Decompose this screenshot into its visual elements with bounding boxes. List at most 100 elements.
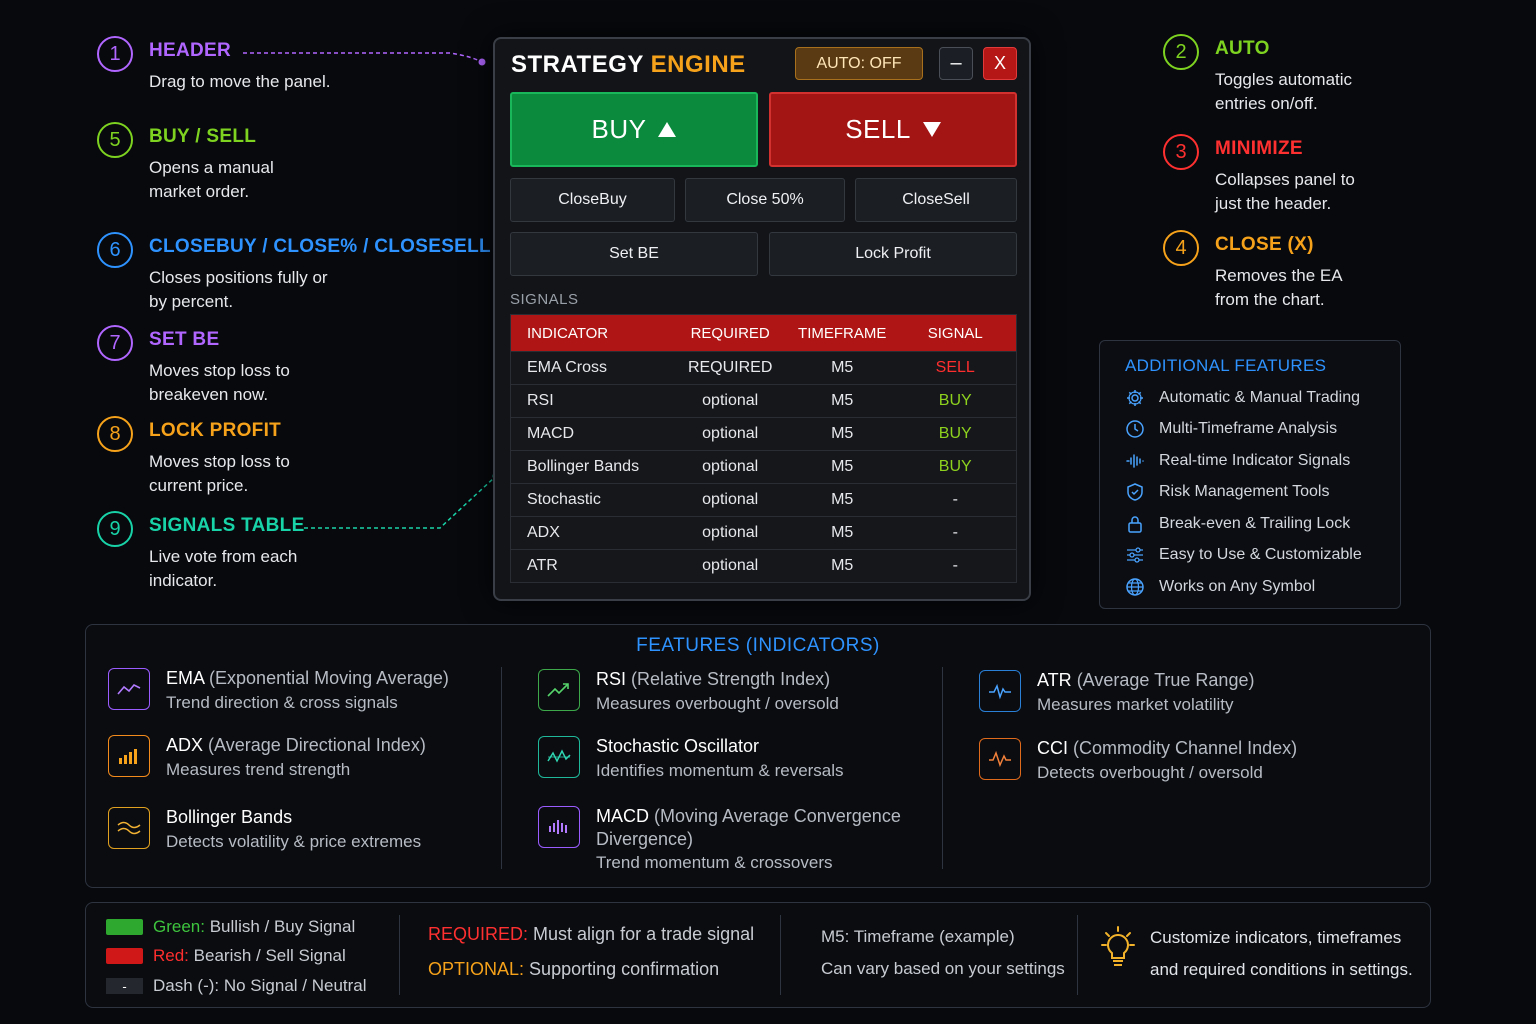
bar-chart-icon: [108, 735, 150, 777]
feature-desc: Trend momentum & crossovers: [596, 853, 833, 872]
set-be-button[interactable]: Set BE: [510, 232, 758, 276]
close-button[interactable]: X: [983, 47, 1017, 80]
indicator-cell: Bollinger Bands: [527, 458, 640, 475]
minimize-button[interactable]: –: [939, 47, 973, 80]
arrow-down-icon: [922, 122, 941, 137]
signal-cell: BUY: [938, 425, 972, 442]
feature-desc: Detects volatility & price extremes: [166, 832, 422, 851]
timeframe-cell: M5: [831, 359, 854, 376]
table-row: MACD optional M5 BUY: [511, 417, 1016, 450]
buy-label: BUY: [591, 114, 647, 144]
shield-icon: [1127, 483, 1143, 501]
annotation-desc: Toggles automatic entries on/off.: [1215, 70, 1353, 113]
close-buy-button[interactable]: CloseBuy: [510, 178, 675, 222]
additional-features-title: ADDITIONAL FEATURES: [1125, 356, 1327, 375]
feature-list-item: Multi-Timeframe Analysis: [1125, 417, 1337, 441]
annotation-title: SIGNALS TABLE: [149, 515, 305, 536]
required-cell: optional: [702, 557, 759, 574]
legend-text: Must align for a trade signal: [533, 924, 755, 944]
panel-header-title[interactable]: STRATEGY ENGINE: [511, 51, 746, 79]
annotation-title: AUTO: [1215, 38, 1270, 59]
title-strategy: STRATEGY: [511, 51, 644, 78]
annotation-number: 2: [1163, 34, 1199, 70]
divider: [1077, 915, 1078, 995]
feature-desc: Measures overbought / oversold: [596, 694, 839, 713]
indicator-cell: MACD: [527, 425, 575, 442]
oscillator-icon: [538, 736, 580, 778]
feature-list-item: Automatic & Manual Trading: [1125, 386, 1360, 410]
annotation-number: 5: [97, 122, 133, 158]
feature-desc: Measures trend strength: [166, 760, 351, 779]
annotation-number: 1: [97, 36, 133, 72]
globe-icon: [1126, 578, 1144, 596]
signal-cell: -: [952, 491, 958, 508]
feature-label: Break-even & Trailing Lock: [1159, 515, 1351, 532]
column-header: SIGNAL: [927, 324, 983, 342]
feature-desc: Measures market volatility: [1037, 695, 1234, 714]
table-row: ADX optional M5 -: [511, 516, 1016, 549]
feature-list-item: Risk Management Tools: [1125, 480, 1329, 504]
histogram-icon: [538, 806, 580, 848]
timeframe-cell: M5: [831, 425, 854, 442]
feature-label: Automatic & Manual Trading: [1159, 389, 1360, 406]
legend-green: Green: Bullish / Buy Signal: [106, 917, 355, 937]
feature-list-item: Break-even & Trailing Lock: [1125, 512, 1350, 536]
buy-button[interactable]: BUY: [510, 92, 758, 167]
signal-cell: BUY: [938, 392, 972, 409]
divider: [942, 667, 943, 869]
annotation-title: CLOSE (X): [1215, 234, 1314, 255]
lock-profit-button[interactable]: Lock Profit: [769, 232, 1017, 276]
divider: [501, 667, 502, 869]
close-half-button[interactable]: Close 50%: [685, 178, 845, 222]
annotation-number: 6: [97, 232, 133, 268]
legend-text: Supporting confirmation: [529, 959, 720, 979]
signal-cell: SELL: [935, 359, 975, 376]
legend-key: Red:: [153, 946, 189, 965]
pulse-icon: [979, 670, 1021, 712]
feature-list-item: Works on Any Symbol: [1125, 575, 1315, 599]
features-title: FEATURES (INDICATORS): [636, 635, 880, 656]
legend-text: Bullish / Buy Signal: [209, 917, 356, 936]
legend-box: Green: Bullish / Buy Signal Red: Bearish…: [85, 902, 1431, 1008]
close-sell-button[interactable]: CloseSell: [855, 178, 1017, 222]
bands-icon: [108, 807, 150, 849]
signals-table: INDICATOR REQUIRED TIMEFRAME SIGNAL EMA …: [510, 314, 1017, 583]
wave-icon: [979, 738, 1021, 780]
feature-name: Bollinger Bands: [166, 807, 293, 827]
signal-cell: BUY: [938, 458, 972, 475]
annotation-title: HEADER: [149, 40, 232, 61]
signals-section-label: SIGNALS: [510, 291, 579, 308]
legend-text: Bearish / Sell Signal: [193, 946, 346, 965]
annotation-desc: Moves stop loss to breakeven now.: [149, 361, 290, 404]
lock-icon: [1128, 516, 1142, 533]
feature-label: Works on Any Symbol: [1159, 578, 1316, 595]
sell-button[interactable]: SELL: [769, 92, 1017, 167]
annotation-desc: Moves stop loss to current price.: [149, 452, 290, 495]
annotation-desc: Removes the EA from the chart.: [1215, 266, 1342, 309]
table-row: Bollinger Bands optional M5 BUY: [511, 450, 1016, 483]
timeframe-cell: M5: [831, 392, 854, 409]
signal-cell: -: [952, 557, 958, 574]
indicator-cell: Stochastic: [527, 491, 601, 508]
table-header: INDICATOR REQUIRED TIMEFRAME SIGNAL: [511, 315, 1016, 351]
feature-name: Stochastic Oscillator: [596, 736, 760, 756]
feature-label: Easy to Use & Customizable: [1159, 546, 1362, 563]
feature-name: RSI (Relative Strength Index): [596, 669, 831, 689]
feature-name: CCI (Commodity Channel Index): [1037, 738, 1298, 758]
feature-list-item: Easy to Use & Customizable: [1125, 543, 1362, 567]
annotation-desc: Live vote from each indicator.: [149, 547, 298, 590]
clock-icon: [1126, 420, 1144, 438]
table-row: RSI optional M5 BUY: [511, 384, 1016, 417]
signal-cell: -: [952, 524, 958, 541]
auto-toggle-button[interactable]: AUTO: OFF: [795, 47, 923, 80]
column-header: REQUIRED: [690, 324, 770, 342]
strategy-engine-panel: STRATEGY ENGINE AUTO: OFF – X BUY SELL C…: [493, 37, 1031, 601]
feature-label: Real-time Indicator Signals: [1159, 452, 1351, 469]
annotation-number: 7: [97, 325, 133, 361]
legend-timeframe-1: M5: Timeframe (example): [821, 927, 1015, 946]
timeframe-cell: M5: [831, 491, 854, 508]
required-cell: optional: [702, 392, 759, 409]
timeframe-cell: M5: [831, 524, 854, 541]
divider: [780, 915, 781, 995]
feature-desc: Identifies momentum & reversals: [596, 761, 844, 780]
